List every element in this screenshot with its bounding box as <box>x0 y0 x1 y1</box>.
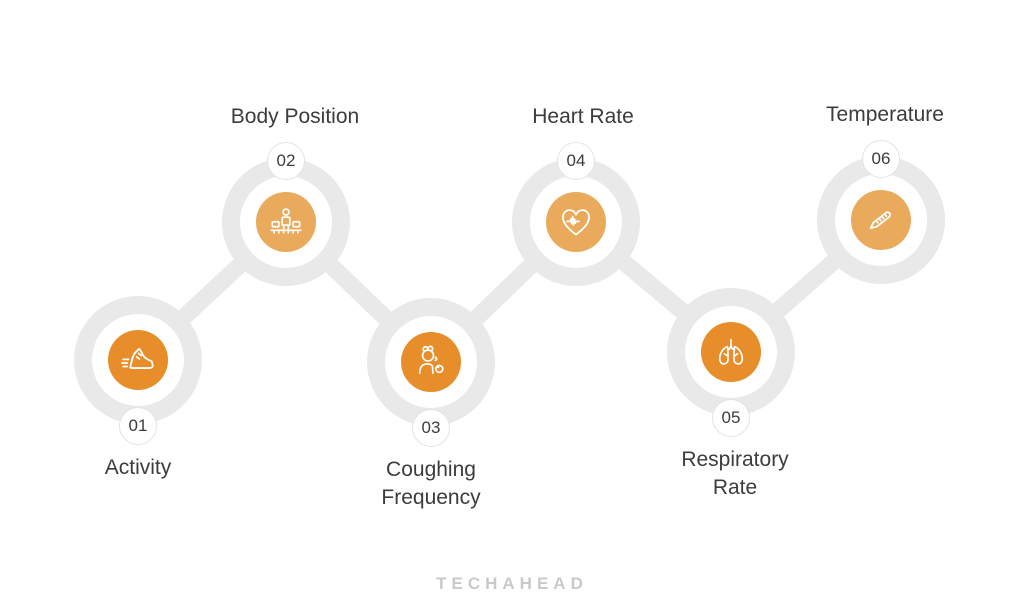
step-number-badge: 02 <box>267 142 305 180</box>
activity-icon-circle <box>108 330 168 390</box>
step-number: 05 <box>721 408 741 427</box>
thermometer-icon <box>869 211 892 229</box>
lungs-icon <box>718 338 744 365</box>
step-number: 04 <box>566 151 586 170</box>
item-label: Activity <box>104 456 172 479</box>
temperature-icon-circle <box>851 190 911 250</box>
item-label: Heart Rate <box>532 105 634 128</box>
step-number-badge: 04 <box>557 142 595 180</box>
running-shoe-icon <box>121 347 154 369</box>
coughing-person-icon <box>418 345 444 375</box>
step-number: 06 <box>871 149 891 168</box>
body-position-icon-circle <box>256 192 316 252</box>
item-label: Coughing Frequency <box>381 458 481 510</box>
coughing-icon-circle <box>401 332 461 392</box>
heart-rate-icon-circle <box>546 192 606 252</box>
techahead-logo: TECHAHEAD <box>436 574 588 593</box>
step-number-badge: 01 <box>119 407 157 445</box>
step-number-badge: 05 <box>712 399 750 437</box>
heart-pulse-icon <box>562 209 590 236</box>
step-number: 02 <box>276 151 296 170</box>
body-position-icon <box>270 208 302 234</box>
step-number-badge: 06 <box>862 140 900 178</box>
item-label: Respiratory Rate <box>681 448 789 500</box>
step-number-badge: 03 <box>412 409 450 447</box>
item-label: Temperature <box>826 103 944 126</box>
step-number: 01 <box>128 416 148 435</box>
item-label: Body Position <box>230 105 360 128</box>
respiratory-icon-circle <box>701 322 761 382</box>
step-number: 03 <box>421 418 441 437</box>
